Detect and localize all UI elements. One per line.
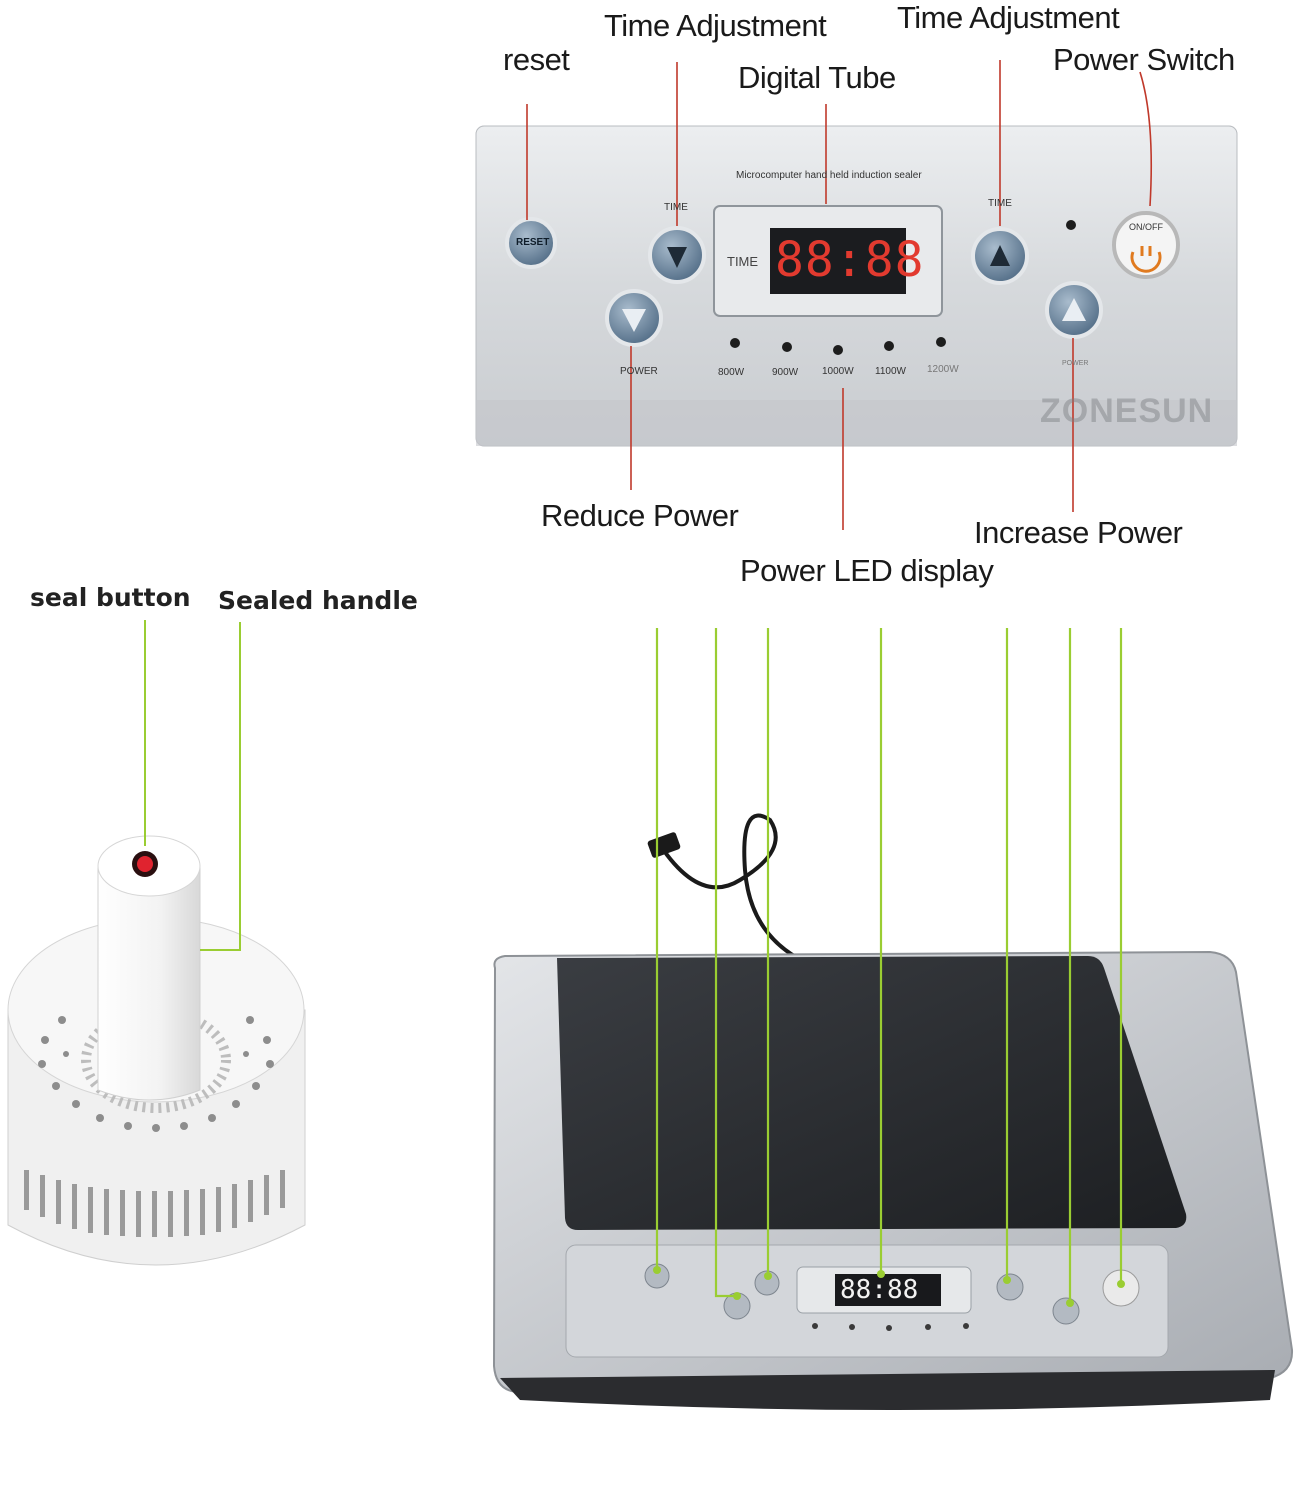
callout-time-adjust-right: Time Adjustment (897, 0, 1120, 35)
glass-plate (557, 956, 1187, 1230)
panel-power-label-right: POWER (1062, 360, 1089, 367)
power-led-900 (782, 342, 792, 352)
callout-sealed-handle: Sealed handle (218, 586, 418, 615)
indicator-led (1066, 220, 1076, 230)
induction-base-unit (492, 813, 1294, 1410)
panel-display-value: 88:88 (775, 232, 925, 288)
base-leader-lines (655, 628, 1123, 1302)
digital-tube (770, 228, 906, 294)
panel-power-label-left: POWER (620, 366, 658, 377)
seal-button-cap (137, 856, 153, 872)
panel-watt-1100: 1100W (875, 366, 906, 377)
power-led-1200 (936, 337, 946, 347)
panel-watt-900: 900W (772, 367, 799, 378)
power-led-1100 (884, 341, 894, 351)
callout-time-adjust-left: Time Adjustment (604, 8, 827, 43)
callout-increase-power: Increase Power (974, 515, 1183, 550)
power-led-800 (730, 338, 740, 348)
power-led-1000 (833, 345, 843, 355)
callout-power-led-display: Power LED display (740, 553, 994, 588)
base-power-leds (812, 1323, 969, 1331)
triangle-down-icon (667, 247, 687, 268)
panel-watt-1200: 1200W (927, 364, 959, 375)
base-power-up-button[interactable] (1052, 1297, 1080, 1325)
panel-watt-800: 800W (718, 367, 745, 378)
base-digital-tube (835, 1274, 941, 1306)
panel-watt-1000: 1000W (822, 366, 854, 377)
triangle-up-icon (990, 245, 1010, 266)
callout-reset: reset (503, 42, 570, 77)
handheld-leader-lines (144, 620, 241, 951)
reset-button[interactable] (505, 217, 557, 269)
power-plug-icon (1130, 246, 1162, 273)
panel-time-label-right: TIME (988, 198, 1012, 209)
leader-base-power-down (714, 628, 737, 1298)
panel-watermark: ZONESUN (1040, 392, 1214, 430)
red-leader-lines (526, 60, 1153, 530)
leader-endpoints (653, 1266, 1125, 1307)
triangle-up-icon (1062, 298, 1086, 321)
leader-power-switch (1139, 71, 1153, 207)
vent-slots (24, 1170, 285, 1237)
base-display-value: 88:88 (840, 1275, 919, 1305)
triangle-down-icon (622, 309, 646, 332)
callout-reduce-power: Reduce Power (541, 498, 739, 533)
power-led-dots (730, 337, 946, 355)
callout-power-switch: Power Switch (1053, 42, 1235, 77)
panel-time-label-left: TIME (664, 202, 688, 213)
panel-display-label: TIME (727, 254, 759, 269)
handheld-sealer (7, 835, 306, 1266)
panel-brand-text: Microcomputer hand held induction sealer (736, 170, 922, 181)
vent-holes (38, 1016, 274, 1132)
panel-reset-label: RESET (516, 237, 550, 248)
panel-onoff-label: ON/OFF (1129, 222, 1163, 232)
leader-sealed-handle (200, 622, 241, 951)
callout-digital-tube: Digital Tube (738, 60, 896, 95)
power-switch-button[interactable] (1112, 211, 1180, 279)
control-panel-closeup (475, 125, 1238, 447)
callout-seal-button: seal button (30, 583, 191, 612)
